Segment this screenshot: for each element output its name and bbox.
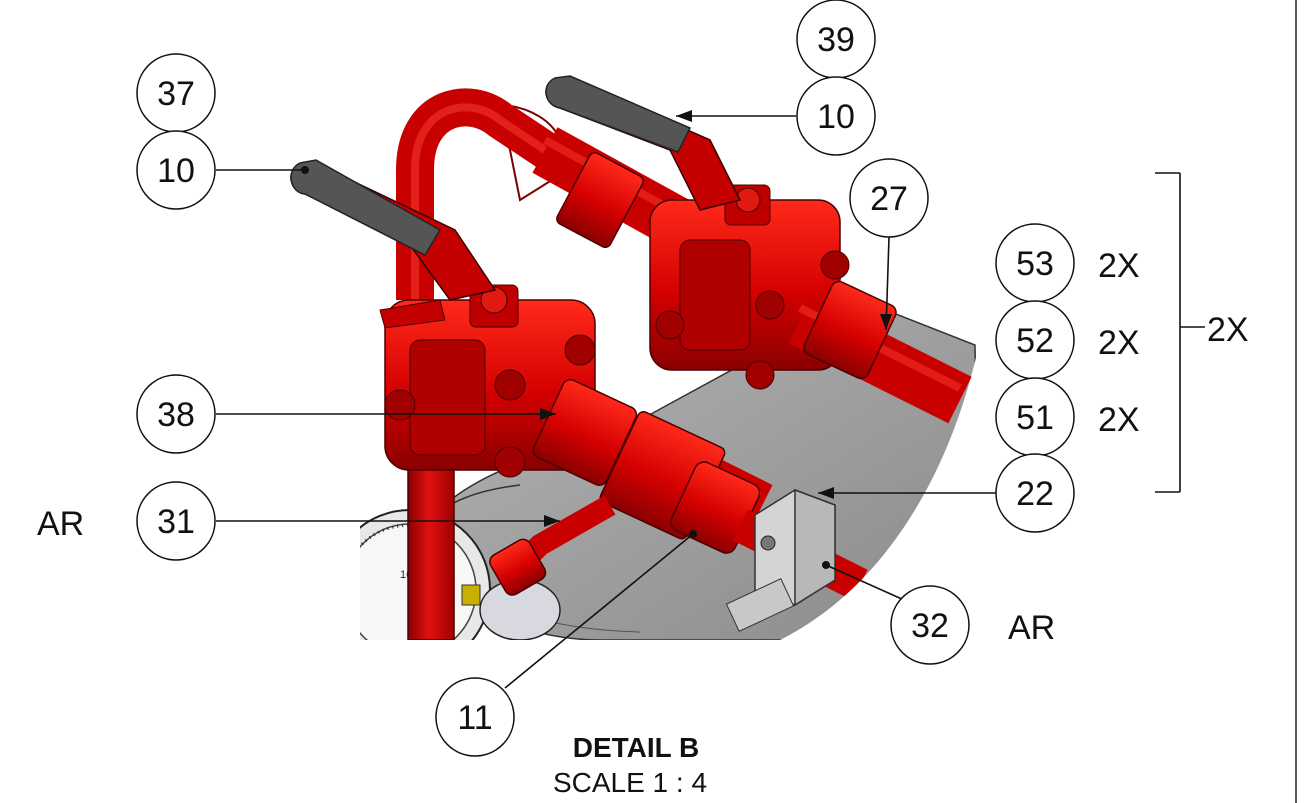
elbow-fitting xyxy=(489,538,547,596)
balloon-53: 53 xyxy=(995,223,1075,303)
detail-scale: SCALE 1 : 4 xyxy=(553,767,707,798)
balloon-11: 11 xyxy=(435,677,515,757)
detail-title: DETAIL B xyxy=(573,732,700,763)
detail-illustration: 160 20 xyxy=(290,75,980,640)
note-ar-right: AR xyxy=(1008,609,1055,647)
balloon-10-left-number: 10 xyxy=(157,152,195,190)
upper-union xyxy=(556,151,644,249)
right-union xyxy=(803,280,897,380)
balloon-22: 22 xyxy=(995,453,1075,533)
qty-52: 2X xyxy=(1098,324,1140,362)
balloon-39-number: 39 xyxy=(817,21,855,59)
right-ball-valve xyxy=(649,184,850,390)
qty-53: 2X xyxy=(1098,247,1140,285)
balloon-53-number: 53 xyxy=(1016,245,1054,283)
note-ar-left: AR xyxy=(37,505,84,543)
balloon-37-number: 37 xyxy=(157,75,195,113)
leader-arrowheads xyxy=(301,110,892,569)
balloon-51: 51 xyxy=(995,377,1075,457)
balloon-32-number: 32 xyxy=(911,607,949,645)
loop-tube xyxy=(396,88,571,300)
balloon-52: 52 xyxy=(995,300,1075,380)
left-handle-grip xyxy=(290,159,442,256)
balloon-51-number: 51 xyxy=(1016,399,1054,437)
qty-group: 2X xyxy=(1207,311,1249,349)
balloon-32: 32 xyxy=(890,585,970,665)
balloon-10-top: 10 xyxy=(796,76,876,156)
balloon-37: 37 xyxy=(136,53,216,133)
balloon-11-number: 11 xyxy=(457,699,492,737)
pipe-clamp xyxy=(725,488,836,632)
balloon-38-number: 38 xyxy=(157,396,195,434)
balloon-10-top-number: 10 xyxy=(817,98,855,136)
leader-lines xyxy=(216,115,1205,689)
balloon-27: 27 xyxy=(849,158,929,238)
qty-51: 2X xyxy=(1098,401,1140,439)
balloon-27-number: 27 xyxy=(870,180,908,218)
right-handle-grip xyxy=(545,75,692,153)
balloon-39: 39 xyxy=(796,0,876,79)
balloon-38: 38 xyxy=(136,374,216,454)
balloon-52-number: 52 xyxy=(1016,322,1054,360)
balloon-31: 31 xyxy=(136,481,216,561)
balloon-31-number: 31 xyxy=(157,503,195,541)
balloon-10-left: 10 xyxy=(136,130,216,210)
balloon-22-number: 22 xyxy=(1016,475,1054,513)
